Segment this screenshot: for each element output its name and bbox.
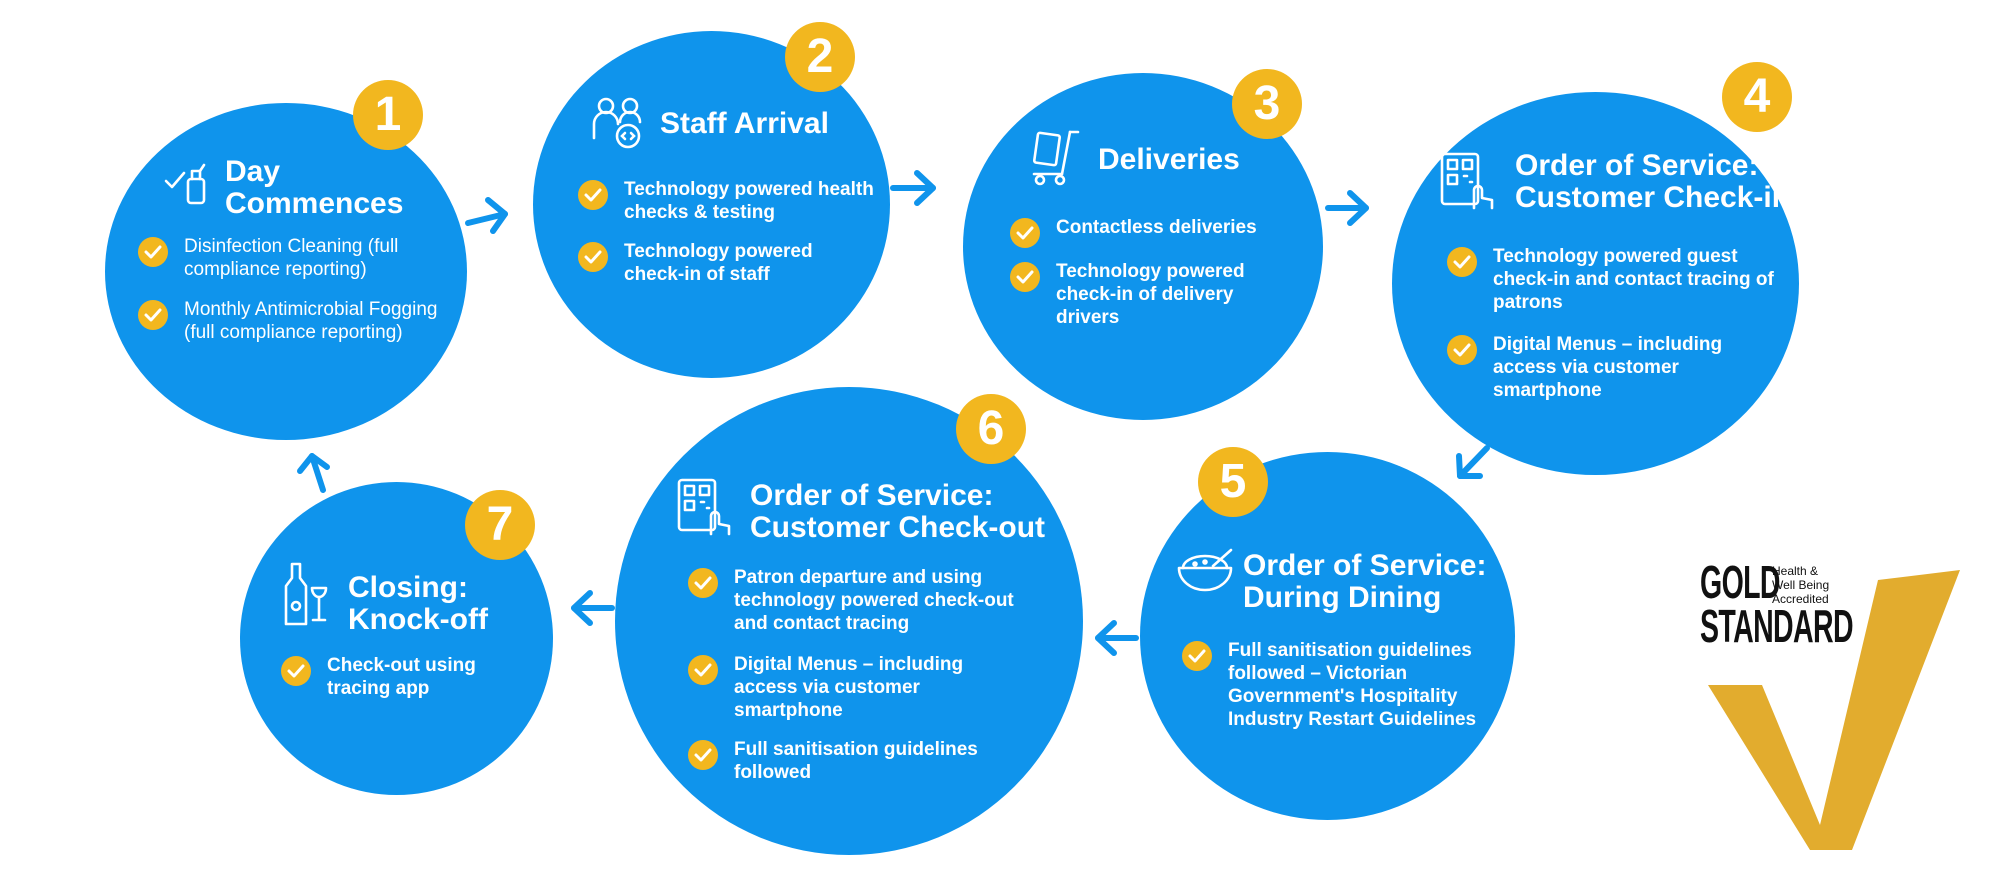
list-item: Digital Menus – including access via cus… <box>1493 334 1723 401</box>
step-6-item-2: Digital Menus – including access via cus… <box>688 653 1008 722</box>
step-3-number-badge: 3 <box>1232 69 1302 139</box>
step-4-title: Order of Service: Customer Check-ins <box>1515 149 1807 214</box>
step-6-item-3: Full sanitisation guidelines followed <box>688 738 1018 784</box>
check-icon <box>688 568 718 598</box>
check-icon <box>138 237 168 267</box>
check-icon <box>1447 247 1477 277</box>
gold-standard-logo: GOLD STANDARD Health & Well Being Accred… <box>1700 556 1960 850</box>
step-7-item-1: Check-out using tracing app <box>281 654 531 700</box>
dining-bowl-icon <box>1177 548 1233 592</box>
list-item: Digital Menus – including access via cus… <box>734 654 964 721</box>
step-4-item-2: Digital Menus – including access via cus… <box>1447 333 1747 402</box>
arrow-1-to-2 <box>465 197 508 234</box>
step-6-title: Order of Service: Customer Check-out <box>750 479 1046 544</box>
step-2-number-badge: 2 <box>785 22 855 92</box>
step-4-item-1: Technology powered guest check-in and co… <box>1447 245 1777 314</box>
step-1-title: Day Commences <box>225 155 404 220</box>
logo-tagline: Health & Well Being Accredited <box>1772 564 1830 606</box>
step-2-item-2: Technology powered check-in of staff <box>578 240 878 286</box>
step-6-item-1: Patron departure and using technology po… <box>688 566 1048 635</box>
arrow-2-to-3 <box>890 170 936 206</box>
check-icon <box>1182 641 1212 671</box>
qr-tap-icon <box>677 478 731 536</box>
step-5-item-1: Full sanitisation guidelines followed – … <box>1182 639 1482 731</box>
arrow-5-to-6 <box>1095 620 1139 656</box>
arrow-6-to-7 <box>571 590 615 626</box>
check-icon <box>1447 335 1477 365</box>
check-icon <box>138 300 168 330</box>
step-3-title: Deliveries <box>1098 143 1240 176</box>
list-item: Full sanitisation guidelines followed <box>734 739 978 783</box>
step-1-item-1: Disinfection Cleaning (full compliance r… <box>138 235 458 281</box>
list-item: Full sanitisation guidelines followed – … <box>1228 640 1477 730</box>
step-5-number-badge: 5 <box>1198 447 1268 517</box>
step-5-circle <box>1140 452 1515 820</box>
staff-people-icon <box>592 97 642 149</box>
logo-word-gold: GOLD <box>1700 556 1781 608</box>
gold-check-mark-icon <box>1708 570 1960 850</box>
step-5-title: Order of Service: During Dining <box>1243 549 1487 614</box>
list-item: Technology powered check-in of delivery … <box>1056 261 1245 328</box>
logo-word-standard: STANDARD <box>1700 600 1854 652</box>
spray-bottle-icon <box>164 163 206 205</box>
step-1-number-badge: 1 <box>353 80 423 150</box>
step-7-number-badge: 7 <box>465 490 535 560</box>
check-icon <box>578 242 608 272</box>
step-4-number-badge: 4 <box>1722 62 1792 132</box>
check-icon <box>688 655 718 685</box>
list-item: Patron departure and using technology po… <box>734 567 1014 634</box>
list-item: Technology powered guest check-in and co… <box>1493 246 1774 313</box>
list-item: Contactless deliveries <box>1056 217 1257 238</box>
check-icon <box>688 740 718 770</box>
step-1-item-2: Monthly Antimicrobial Fogging (full comp… <box>138 298 438 344</box>
list-item: Disinfection Cleaning (full compliance r… <box>184 236 399 280</box>
arrow-3-to-4 <box>1325 190 1369 226</box>
step-3-item-1: Contactless deliveries <box>1010 216 1310 248</box>
step-1-circle <box>105 103 467 440</box>
list-item: Monthly Antimicrobial Fogging (full comp… <box>184 299 438 343</box>
check-icon <box>578 180 608 210</box>
list-item: Technology powered health checks & testi… <box>624 179 874 223</box>
list-item: Check-out using tracing app <box>327 655 476 699</box>
wine-bottle-icon <box>284 562 328 626</box>
check-icon <box>281 656 311 686</box>
step-2-item-1: Technology powered health checks & testi… <box>578 178 878 224</box>
arrow-4-to-5 <box>1456 445 1490 479</box>
step-4-circle <box>1392 92 1799 475</box>
step-6-circle <box>615 387 1083 855</box>
step-6-number-badge: 6 <box>956 394 1026 464</box>
list-item: Technology powered check-in of staff <box>624 241 813 285</box>
step-3-item-2: Technology powered check-in of delivery … <box>1010 260 1290 329</box>
check-icon <box>1010 262 1040 292</box>
check-icon <box>1010 218 1040 248</box>
step-2-title: Staff Arrival <box>660 107 829 140</box>
qr-tap-icon <box>1440 152 1494 210</box>
step-7-title: Closing: Knock-off <box>348 571 488 636</box>
arrow-7-to-1 <box>297 453 330 493</box>
hand-truck-icon <box>1032 130 1080 186</box>
